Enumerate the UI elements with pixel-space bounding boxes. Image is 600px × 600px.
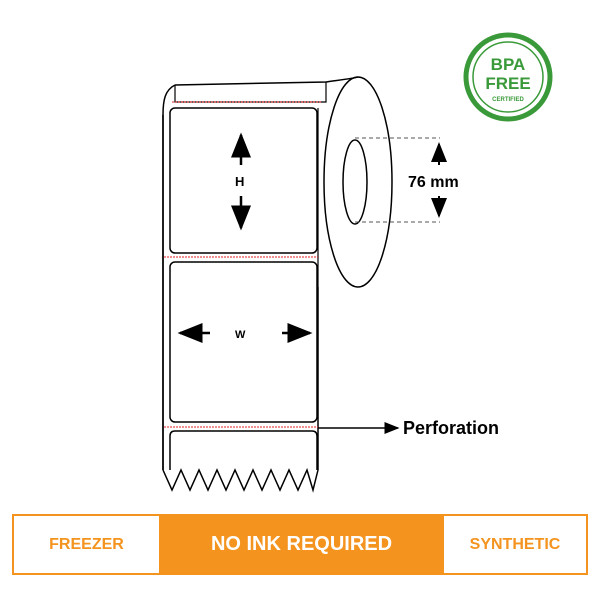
core-size-label: 76 mm (408, 174, 459, 191)
feature-no-ink: NO INK REQUIRED (159, 516, 444, 573)
label-roll-diagram: 76 mm H W Perforation BPA FREE CERTIFIED (162, 32, 553, 493)
badge-line2: FREE (485, 74, 530, 93)
width-label: W (235, 329, 246, 341)
height-label: H (235, 174, 244, 189)
feature-bar: FREEZER NO INK REQUIRED SYNTHETIC (12, 514, 588, 575)
bpa-free-badge: BPA FREE CERTIFIED (463, 32, 553, 122)
badge-line1: BPA (491, 55, 526, 74)
label-bottom-partial (169, 430, 318, 470)
feature-synthetic: SYNTHETIC (469, 535, 561, 553)
badge-line3: CERTIFIED (492, 97, 524, 103)
torn-edge (162, 467, 319, 493)
roll-core (342, 139, 368, 225)
label-top (169, 107, 318, 254)
label-middle (169, 261, 318, 423)
roll-body (162, 76, 359, 470)
perforation-label: Perforation (403, 418, 499, 438)
feature-freezer: FREEZER (49, 535, 124, 553)
